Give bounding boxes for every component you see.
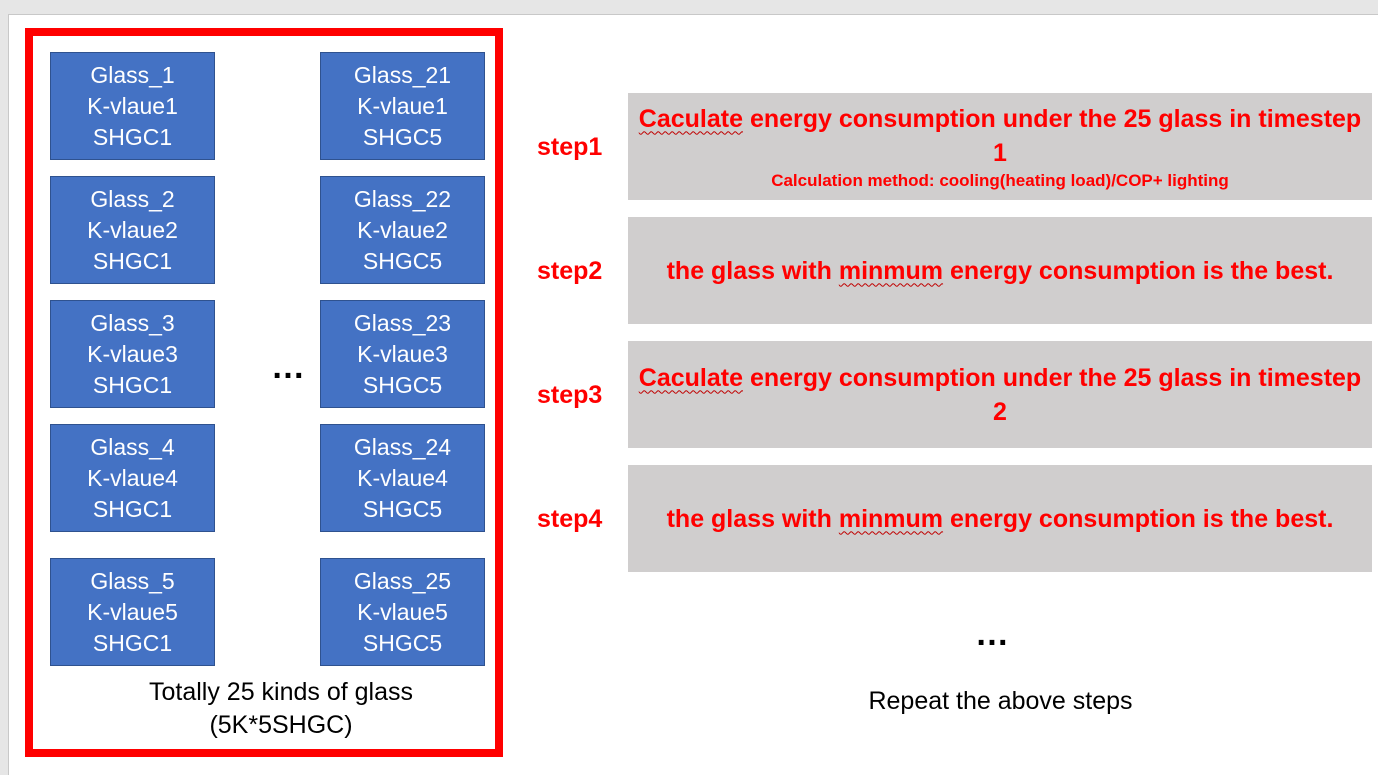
spellcheck-word: minmum — [838, 256, 944, 285]
glass-column-ellipsis: … — [271, 348, 308, 386]
step-text-rest: energy consumption under the 25 glass in… — [743, 363, 1362, 426]
glass-shgc: SHGC1 — [92, 372, 173, 398]
spellcheck-word: Caculate — [638, 363, 743, 392]
glass-k-value: K-vlaue4 — [87, 465, 178, 491]
glass-shgc: SHGC5 — [362, 124, 443, 150]
glass-shgc: SHGC1 — [92, 248, 173, 274]
caption-line-1: Totally 25 kinds of glass — [148, 678, 414, 706]
glass-box-1: Glass_1 K-vlaue1 SHGC1 — [50, 52, 215, 160]
glass-k-value: K-vlaue3 — [87, 341, 178, 367]
step3-text: Caculate energy consumption under the 25… — [628, 361, 1372, 429]
spellcheck-word: minmum — [838, 504, 944, 533]
step4-label: step4 — [537, 505, 603, 533]
glass-name: Glass_1 — [90, 62, 175, 88]
glass-shgc: SHGC1 — [92, 124, 173, 150]
glass-box-5: Glass_5 K-vlaue5 SHGC1 — [50, 558, 215, 666]
glass-shgc: SHGC5 — [362, 372, 443, 398]
caption-line-2: (5K*5SHGC) — [209, 711, 353, 739]
step3-box: Caculate energy consumption under the 25… — [628, 341, 1372, 448]
glass-box-23: Glass_23 K-vlaue3 SHGC5 — [320, 300, 485, 408]
spellcheck-word: Caculate — [638, 104, 743, 133]
glass-box-3: Glass_3 K-vlaue3 SHGC1 — [50, 300, 215, 408]
step2-text: the glass with minmum energy consumption… — [657, 254, 1344, 288]
step-text-start: the glass with — [666, 256, 839, 285]
glass-name: Glass_2 — [90, 186, 175, 212]
step3-label: step3 — [537, 381, 603, 409]
glass-box-24: Glass_24 K-vlaue4 SHGC5 — [320, 424, 485, 532]
step1-method: Calculation method: cooling(heating load… — [771, 170, 1229, 190]
glass-box-4: Glass_4 K-vlaue4 SHGC1 — [50, 424, 215, 532]
glass-box-22: Glass_22 K-vlaue2 SHGC5 — [320, 176, 485, 284]
glass-name: Glass_22 — [353, 186, 452, 212]
glass-k-value: K-vlaue2 — [357, 217, 448, 243]
glass-name: Glass_21 — [353, 62, 452, 88]
glass-k-value: K-vlaue5 — [87, 599, 178, 625]
slide-canvas: Glass_1 K-vlaue1 SHGC1 Glass_2 K-vlaue2 … — [8, 14, 1378, 775]
step4-text: the glass with minmum energy consumption… — [657, 502, 1344, 536]
glass-k-value: K-vlaue3 — [357, 341, 448, 367]
glass-name: Glass_23 — [353, 310, 452, 336]
step-text-rest: energy consumption is the best. — [943, 256, 1334, 285]
step1-label: step1 — [537, 133, 603, 161]
glass-shgc: SHGC1 — [92, 630, 173, 656]
glass-shgc: SHGC5 — [362, 496, 443, 522]
step2-label: step2 — [537, 257, 603, 285]
step-text-start: the glass with — [666, 504, 839, 533]
step-text-rest: energy consumption is the best. — [943, 504, 1334, 533]
glass-name: Glass_3 — [90, 310, 175, 336]
step2-box: the glass with minmum energy consumption… — [628, 217, 1372, 324]
glass-shgc: SHGC1 — [92, 496, 173, 522]
glass-name: Glass_4 — [90, 434, 175, 460]
glass-shgc: SHGC5 — [362, 630, 443, 656]
glass-options-frame: Glass_1 K-vlaue1 SHGC1 Glass_2 K-vlaue2 … — [25, 28, 503, 757]
glass-name: Glass_25 — [353, 568, 452, 594]
step1-box: Caculate energy consumption under the 25… — [628, 93, 1372, 200]
steps-ellipsis: … — [975, 615, 1012, 653]
step-text-rest: energy consumption under the 25 glass in… — [743, 104, 1362, 167]
glass-box-25: Glass_25 K-vlaue5 SHGC5 — [320, 558, 485, 666]
glass-k-value: K-vlaue4 — [357, 465, 448, 491]
glass-box-2: Glass_2 K-vlaue2 SHGC1 — [50, 176, 215, 284]
glass-name: Glass_5 — [90, 568, 175, 594]
glass-box-21: Glass_21 K-vlaue1 SHGC5 — [320, 52, 485, 160]
step1-text: Caculate energy consumption under the 25… — [628, 102, 1372, 170]
glass-name: Glass_24 — [353, 434, 452, 460]
repeat-steps-text: Repeat the above steps — [868, 687, 1133, 715]
glass-k-value: K-vlaue1 — [87, 93, 178, 119]
glass-k-value: K-vlaue5 — [357, 599, 448, 625]
step4-box: the glass with minmum energy consumption… — [628, 465, 1372, 572]
glass-k-value: K-vlaue2 — [87, 217, 178, 243]
glass-k-value: K-vlaue1 — [357, 93, 448, 119]
glass-shgc: SHGC5 — [362, 248, 443, 274]
total-caption: Totally 25 kinds of glass (5K*5SHGC) — [63, 676, 499, 742]
